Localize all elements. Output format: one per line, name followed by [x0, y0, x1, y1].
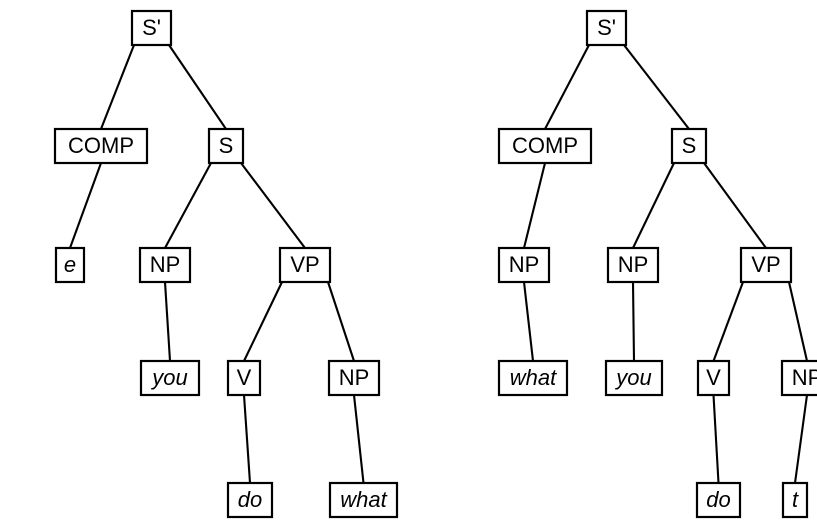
- node-box: [585, 9, 628, 47]
- tree-edge: [100, 44, 135, 130]
- node-label: S: [682, 133, 697, 158]
- tree-node: S: [670, 127, 708, 165]
- tree-node: you: [604, 359, 664, 397]
- tree-edge: [168, 44, 227, 130]
- tree-node: S': [585, 9, 628, 47]
- node-label: NP: [792, 365, 817, 390]
- tree-node: what: [497, 359, 569, 397]
- node-box: [328, 481, 399, 519]
- node-label: what: [510, 365, 557, 390]
- tree-node: NP: [780, 359, 817, 397]
- node-box: [139, 359, 201, 397]
- tree-node: V: [696, 359, 731, 397]
- node-box: [739, 246, 793, 284]
- tree-edge: [352, 394, 365, 484]
- tree-edge: [787, 281, 809, 362]
- node-label: VP: [751, 252, 780, 277]
- tree-edge: [632, 162, 675, 249]
- tree-edge: [327, 281, 355, 362]
- node-label: S: [219, 133, 234, 158]
- tree-edge: [163, 281, 172, 362]
- tree-edge: [712, 281, 744, 362]
- tree-node: t: [781, 481, 809, 519]
- tree-node: do: [695, 481, 742, 519]
- node-label: what: [340, 487, 387, 512]
- node-box: [130, 9, 173, 47]
- tree-edge: [623, 44, 690, 130]
- node-label: e: [64, 252, 76, 277]
- node-box: [606, 246, 660, 284]
- node-label: you: [150, 365, 187, 390]
- node-label: VP: [290, 252, 319, 277]
- tree-node: COMP: [53, 127, 149, 165]
- node-label: NP: [509, 252, 540, 277]
- tree-edge: [164, 162, 212, 249]
- tree-node: S': [130, 9, 173, 47]
- node-box: [604, 359, 664, 397]
- tree-node: do: [226, 481, 274, 519]
- node-label: COMP: [68, 133, 134, 158]
- tree-edge: [703, 162, 767, 249]
- node-label: NP: [618, 252, 649, 277]
- node-box: [780, 359, 817, 397]
- node-label: t: [792, 487, 799, 512]
- node-box: [226, 481, 274, 519]
- node-label: do: [238, 487, 262, 512]
- tree-node: NP: [138, 246, 192, 284]
- node-box: [497, 246, 551, 284]
- node-box: [327, 359, 381, 397]
- node-box: [670, 127, 708, 165]
- tree-node: e: [54, 246, 86, 284]
- edges-layer: [69, 44, 809, 484]
- node-label: COMP: [512, 133, 578, 158]
- node-label: do: [706, 487, 730, 512]
- tree-edge: [522, 281, 535, 362]
- tree-edge: [631, 281, 636, 362]
- tree-node: you: [139, 359, 201, 397]
- tree-node: V: [226, 359, 262, 397]
- tree-edge: [69, 162, 102, 249]
- tree-node: what: [328, 481, 399, 519]
- tree-edge: [242, 394, 252, 484]
- tree-node: NP: [327, 359, 381, 397]
- node-label: S': [597, 15, 616, 40]
- tree-node: VP: [739, 246, 793, 284]
- tree-node: NP: [497, 246, 551, 284]
- node-box: [226, 359, 262, 397]
- node-label: you: [614, 365, 651, 390]
- node-box: [696, 359, 731, 397]
- node-box: [497, 359, 569, 397]
- tree-edge: [793, 394, 809, 484]
- node-box: [207, 127, 245, 165]
- node-label: NP: [150, 252, 181, 277]
- node-box: [53, 127, 149, 165]
- node-box: [278, 246, 332, 284]
- tree-edge: [712, 394, 720, 484]
- tree-node: VP: [278, 246, 332, 284]
- tree-edge: [240, 162, 306, 249]
- tree-edge: [522, 162, 547, 249]
- tree-edge: [243, 281, 283, 362]
- node-label: NP: [339, 365, 370, 390]
- tree-node: S: [207, 127, 245, 165]
- node-box: [54, 246, 86, 284]
- node-box: [781, 481, 809, 519]
- node-box: [695, 481, 742, 519]
- tree-edge: [544, 44, 590, 130]
- node-box: [497, 127, 593, 165]
- node-label: V: [237, 365, 252, 390]
- tree-node: COMP: [497, 127, 593, 165]
- node-label: V: [706, 365, 721, 390]
- node-label: S': [142, 15, 161, 40]
- tree-node: NP: [606, 246, 660, 284]
- node-box: [138, 246, 192, 284]
